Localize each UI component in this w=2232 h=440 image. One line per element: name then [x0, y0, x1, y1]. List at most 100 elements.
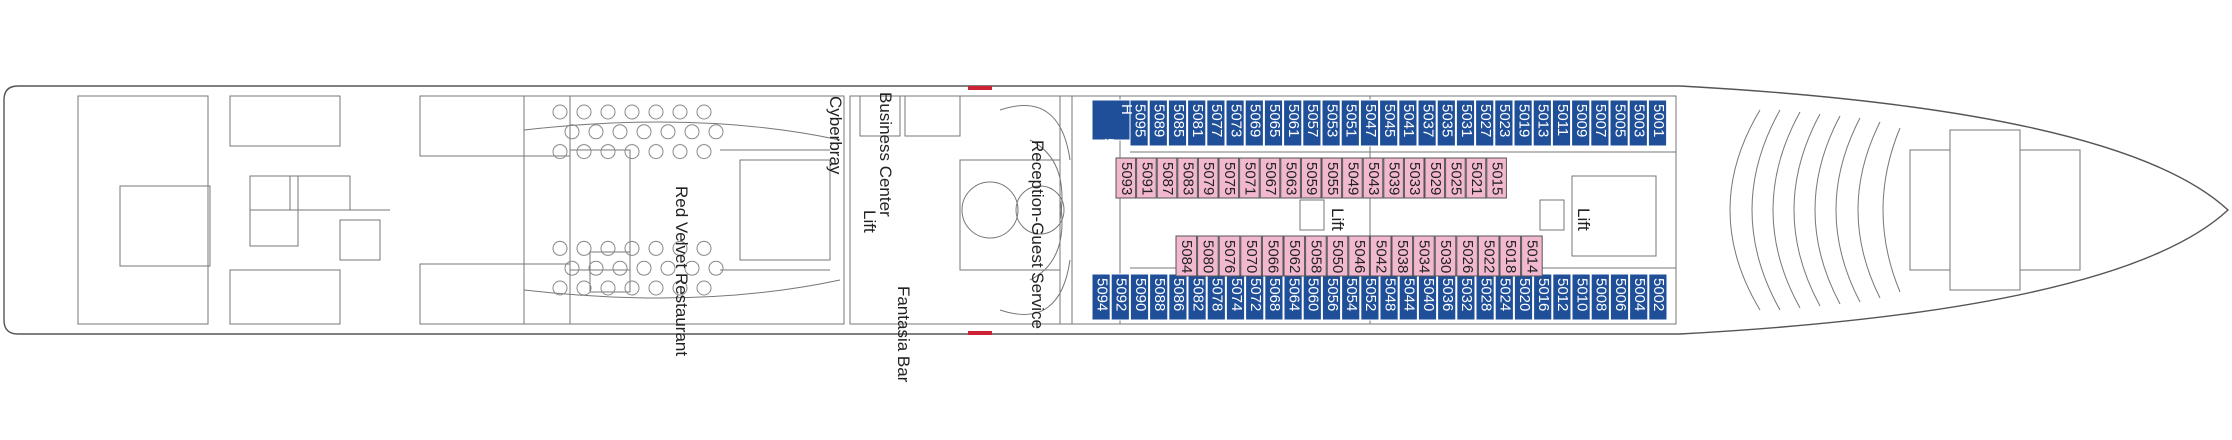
cabin-5028[interactable]: 5028 [1477, 278, 1494, 311]
cabin-5075[interactable]: 5075 [1221, 162, 1238, 195]
cabin-5054[interactable]: 5054 [1343, 278, 1360, 311]
cabin-5053[interactable]: 5053 [1323, 104, 1340, 137]
cabin-box-5058[interactable] [1305, 235, 1327, 277]
cabin-5031[interactable]: 5031 [1458, 104, 1475, 137]
cabin-5095[interactable]: 5095 [1131, 104, 1148, 137]
cabin-5093[interactable]: 5093 [1118, 162, 1135, 195]
cabin-box-5012[interactable] [1552, 273, 1572, 321]
cabin-box-5019[interactable] [1513, 99, 1533, 147]
cabin-5013[interactable]: 5013 [1535, 104, 1552, 137]
cabin-box-5029[interactable] [1424, 157, 1446, 199]
cabin-5018[interactable]: 5018 [1502, 240, 1519, 273]
cabin-5030[interactable]: 5030 [1437, 240, 1454, 273]
cabin-5086[interactable]: 5086 [1170, 278, 1187, 311]
cabin-5081[interactable]: 5081 [1189, 104, 1206, 137]
cabin-box-5026[interactable] [1456, 235, 1478, 277]
cabin-box-5007[interactable] [1590, 99, 1610, 147]
cabin-5006[interactable]: 5006 [1612, 278, 1629, 311]
cabin-5003[interactable]: 5003 [1631, 104, 1648, 137]
cabin-box-5051[interactable] [1340, 99, 1360, 147]
cabin-box-5015[interactable] [1486, 157, 1507, 199]
cabin-5038[interactable]: 5038 [1394, 240, 1411, 273]
cabin-box-5041[interactable] [1398, 99, 1418, 147]
cabin-5088[interactable]: 5088 [1151, 278, 1168, 311]
cabin-5022[interactable]: 5022 [1480, 240, 1497, 273]
cabin-5012[interactable]: 5012 [1554, 278, 1571, 311]
cabin-5061[interactable]: 5061 [1285, 104, 1302, 137]
cabin-5033[interactable]: 5033 [1406, 162, 1423, 195]
cabin-5046[interactable]: 5046 [1351, 240, 1368, 273]
cabin-5039[interactable]: 5039 [1386, 162, 1403, 195]
cabin-box-5025[interactable] [1445, 157, 1466, 199]
cabin-5084[interactable]: 5084 [1178, 240, 1195, 273]
cabin-5034[interactable]: 5034 [1416, 240, 1433, 273]
cabin-box-5087[interactable] [1156, 157, 1178, 199]
cabin-5094[interactable]: 5094 [1093, 278, 1110, 311]
cabin-5072[interactable]: 5072 [1247, 278, 1264, 311]
cabin-box-5067[interactable] [1259, 157, 1281, 199]
cabin-5024[interactable]: 5024 [1497, 278, 1514, 311]
cabin-box-5080[interactable] [1197, 235, 1219, 277]
cabin-5001[interactable]: 5001 [1650, 104, 1667, 137]
cabin-box-5089[interactable] [1148, 99, 1168, 147]
cabin-box-5077[interactable] [1206, 99, 1226, 147]
cabin-box-5053[interactable] [1321, 99, 1341, 147]
cabin-box-5073[interactable] [1225, 99, 1245, 147]
cabin-5027[interactable]: 5027 [1477, 104, 1494, 137]
cabin-box-5081[interactable] [1187, 99, 1207, 147]
cabin-5016[interactable]: 5016 [1535, 278, 1552, 311]
cabin-5025[interactable]: 5025 [1447, 162, 1464, 195]
cabin-5042[interactable]: 5042 [1372, 240, 1389, 273]
cabin-5059[interactable]: 5059 [1303, 162, 1320, 195]
cabin-5057[interactable]: 5057 [1304, 104, 1321, 137]
cabin-5019[interactable]: 5019 [1515, 104, 1532, 137]
cabin-5009[interactable]: 5009 [1573, 104, 1590, 137]
cabin-5085[interactable]: 5085 [1170, 104, 1187, 137]
cabin-box-5092[interactable] [1110, 273, 1130, 321]
cabin-box-5061[interactable] [1283, 99, 1303, 147]
cabin-5035[interactable]: 5035 [1439, 104, 1456, 137]
cabin-box-5027[interactable] [1475, 99, 1495, 147]
cabin-box-5006[interactable] [1609, 273, 1630, 321]
cabin-5067[interactable]: 5067 [1262, 162, 1279, 195]
cabin-box-5062[interactable] [1283, 235, 1306, 277]
cabin-5080[interactable]: 5080 [1200, 240, 1217, 273]
cabin-5066[interactable]: 5066 [1264, 240, 1281, 273]
cabin-5004[interactable]: 5004 [1631, 278, 1648, 311]
cabin-box-5047[interactable] [1359, 99, 1380, 147]
cabin-5060[interactable]: 5060 [1305, 278, 1322, 311]
cabin-box-5065[interactable] [1263, 99, 1284, 147]
cabin-5047[interactable]: 5047 [1362, 104, 1379, 137]
cabin-5029[interactable]: 5029 [1427, 162, 1444, 195]
cabin-box-5070[interactable] [1240, 235, 1262, 277]
cabin-box-5009[interactable] [1571, 99, 1591, 147]
cabin-box-5071[interactable] [1239, 157, 1260, 199]
cabin-box-5022[interactable] [1477, 235, 1500, 277]
cabin-box-5030[interactable] [1434, 235, 1457, 277]
cabin-box-5069[interactable] [1244, 99, 1264, 147]
cabin-5005[interactable]: 5005 [1611, 104, 1628, 137]
cabin-box-5011[interactable] [1551, 99, 1572, 147]
cabin-5045[interactable]: 5045 [1381, 104, 1398, 137]
cabin-5076[interactable]: 5076 [1221, 240, 1238, 273]
cabin-box-5046[interactable] [1348, 235, 1370, 277]
cabin-5071[interactable]: 5071 [1241, 162, 1258, 195]
cabin-box-5091[interactable] [1136, 157, 1157, 199]
cabin-5036[interactable]: 5036 [1439, 278, 1456, 311]
cabin-5083[interactable]: 5083 [1180, 162, 1197, 195]
cabin-5077[interactable]: 5077 [1208, 104, 1225, 137]
cabin-box-5034[interactable] [1413, 235, 1435, 277]
cabin-5021[interactable]: 5021 [1468, 162, 1485, 195]
cabin-5011[interactable]: 5011 [1554, 104, 1571, 136]
cabin-5020[interactable]: 5020 [1516, 278, 1533, 311]
cabin-5002[interactable]: 5002 [1650, 278, 1667, 311]
cabin-box-5076[interactable] [1218, 235, 1241, 277]
cabin-box-5075[interactable] [1218, 157, 1240, 199]
cabin-box-5018[interactable] [1499, 235, 1522, 277]
cabin-box-5039[interactable] [1383, 157, 1404, 199]
cabin-5068[interactable]: 5068 [1266, 278, 1283, 311]
cabin-5097[interactable]: 5097 [1100, 138, 1117, 171]
cabin-5010[interactable]: 5010 [1573, 278, 1590, 311]
cabin-box-5010[interactable] [1571, 273, 1591, 321]
cabin-5065[interactable]: 5065 [1266, 104, 1283, 137]
